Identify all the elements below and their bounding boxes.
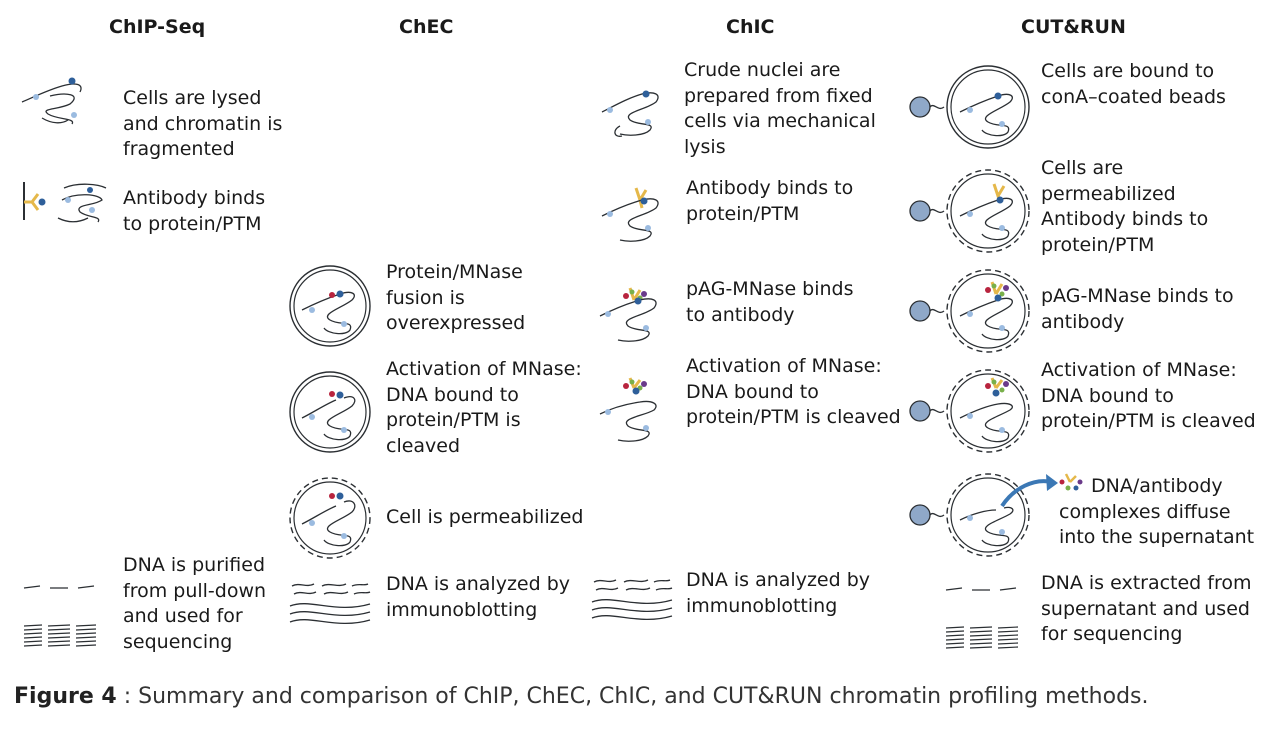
fragmented-chromatin-icon <box>21 77 82 125</box>
cell-nucleus-mnase-fusion-icon <box>289 265 371 347</box>
complex-diffusion-icon <box>909 473 1083 557</box>
caption-text: : Summary and comparison of ChIP, ChEC, … <box>116 684 1149 709</box>
column-title-chic: ChIC <box>726 16 775 38</box>
permeabilized-cell-antibody-icon <box>909 169 1030 253</box>
column-title-chec: ChEC <box>399 16 454 38</box>
pag-mnase-binding-icon <box>599 287 657 342</box>
bead-bound-cell-icon <box>909 65 1030 149</box>
figure-caption: Figure 4 : Summary and comparison of ChI… <box>14 684 1149 709</box>
permeabilized-cell-icon <box>289 477 371 559</box>
antibody-bead-icon <box>23 182 107 223</box>
mnase-cleavage-icon <box>599 377 657 442</box>
sequencing-reads-icon <box>945 587 1019 649</box>
column-title-cut-and-run: CUT&RUN <box>1021 16 1126 38</box>
cell-pag-mnase-binding-icon <box>909 269 1030 353</box>
antibody-binding-chromatin-icon <box>601 187 659 242</box>
figure-label: Figure 4 <box>14 684 117 709</box>
chec-step-3: Cell is permeabilized <box>386 506 584 528</box>
column-title-chip-seq: ChIP-Seq <box>109 16 206 38</box>
immunoblot-dna-icon <box>591 579 673 620</box>
immunoblot-dna-icon <box>289 583 371 624</box>
sequencing-reads-icon <box>23 585 97 647</box>
cell-mnase-activation-icon <box>909 369 1030 453</box>
cell-mnase-activation-icon <box>289 371 371 453</box>
crude-nuclei-chromatin-icon <box>601 90 659 137</box>
